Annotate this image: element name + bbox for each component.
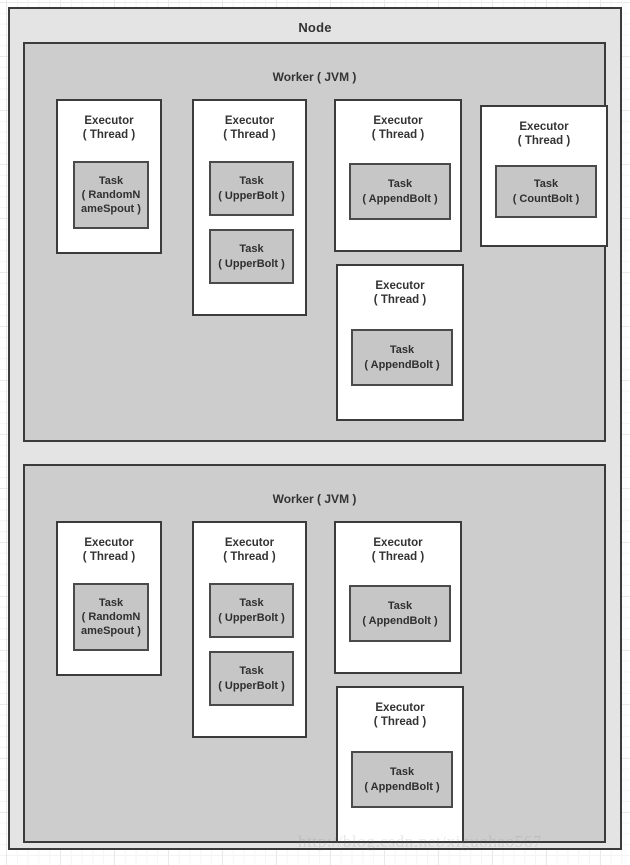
task-append-bolt-2[interactable]: Task ( AppendBolt ) (351, 329, 453, 386)
worker-2-title: Worker ( JVM ) (272, 492, 357, 506)
worker-2-container: Worker ( JVM ) Executor ( Thread ) Task … (23, 464, 606, 843)
task-append-bolt-1[interactable]: Task ( AppendBolt ) (349, 585, 451, 642)
task-label: Task ( AppendBolt ) (362, 600, 438, 627)
task-label: Task ( AppendBolt ) (362, 178, 438, 205)
worker-1-executor-2[interactable]: Executor ( Thread ) Task ( UpperBolt ) T… (192, 99, 307, 316)
worker-1-title: Worker ( JVM ) (272, 70, 357, 84)
task-label: Task ( AppendBolt ) (364, 344, 440, 371)
task-upper-bolt-2[interactable]: Task ( UpperBolt ) (209, 651, 294, 706)
task-random-name-spout[interactable]: Task ( RandomN ameSpout ) (73, 161, 149, 229)
worker-2-executor-1[interactable]: Executor ( Thread ) Task ( RandomN ameSp… (56, 521, 162, 676)
executor-title: Executor ( Thread ) (223, 537, 276, 564)
worker-1-executor-3[interactable]: Executor ( Thread ) Task ( AppendBolt ) (334, 99, 462, 252)
task-label: Task ( CountBolt ) (512, 178, 580, 205)
node-title: Node (298, 20, 332, 35)
task-count-bolt[interactable]: Task ( CountBolt ) (495, 165, 597, 218)
node-container: Node Worker ( JVM ) Executor ( Thread ) … (8, 7, 622, 850)
task-label: Task ( RandomN ameSpout ) (81, 596, 141, 638)
worker-1-executor-5[interactable]: Executor ( Thread ) Task ( AppendBolt ) (336, 264, 464, 421)
executor-title: Executor ( Thread ) (82, 537, 136, 564)
task-upper-bolt-1[interactable]: Task ( UpperBolt ) (209, 161, 294, 216)
executor-title: Executor ( Thread ) (371, 537, 425, 564)
task-label: Task ( AppendBolt ) (364, 766, 440, 793)
task-label: Task ( UpperBolt ) (218, 597, 285, 624)
executor-title: Executor ( Thread ) (373, 702, 427, 729)
task-label: Task ( UpperBolt ) (218, 175, 285, 202)
executor-title: Executor ( Thread ) (82, 115, 136, 142)
worker-2-executor-2[interactable]: Executor ( Thread ) Task ( UpperBolt ) T… (192, 521, 307, 738)
task-label: Task ( UpperBolt ) (218, 665, 285, 692)
executor-title: Executor ( Thread ) (373, 280, 427, 307)
executor-title: Executor ( Thread ) (517, 121, 571, 148)
executor-title: Executor ( Thread ) (371, 115, 425, 142)
worker-1-executor-4[interactable]: Executor ( Thread ) Task ( CountBolt ) (480, 105, 608, 247)
task-label: Task ( UpperBolt ) (218, 243, 285, 270)
task-random-name-spout[interactable]: Task ( RandomN ameSpout ) (73, 583, 149, 651)
task-append-bolt-2[interactable]: Task ( AppendBolt ) (351, 751, 453, 808)
worker-1-container: Worker ( JVM ) Executor ( Thread ) Task … (23, 42, 608, 442)
executor-title: Executor ( Thread ) (223, 115, 276, 142)
worker-2-executor-3[interactable]: Executor ( Thread ) Task ( AppendBolt ) (334, 521, 462, 674)
worker-2-executor-4[interactable]: Executor ( Thread ) Task ( AppendBolt ) (336, 686, 464, 843)
task-upper-bolt-2[interactable]: Task ( UpperBolt ) (209, 229, 294, 284)
task-append-bolt-1[interactable]: Task ( AppendBolt ) (349, 163, 451, 220)
worker-1-executor-1[interactable]: Executor ( Thread ) Task ( RandomN ameSp… (56, 99, 162, 254)
task-label: Task ( RandomN ameSpout ) (81, 174, 141, 216)
task-upper-bolt-1[interactable]: Task ( UpperBolt ) (209, 583, 294, 638)
